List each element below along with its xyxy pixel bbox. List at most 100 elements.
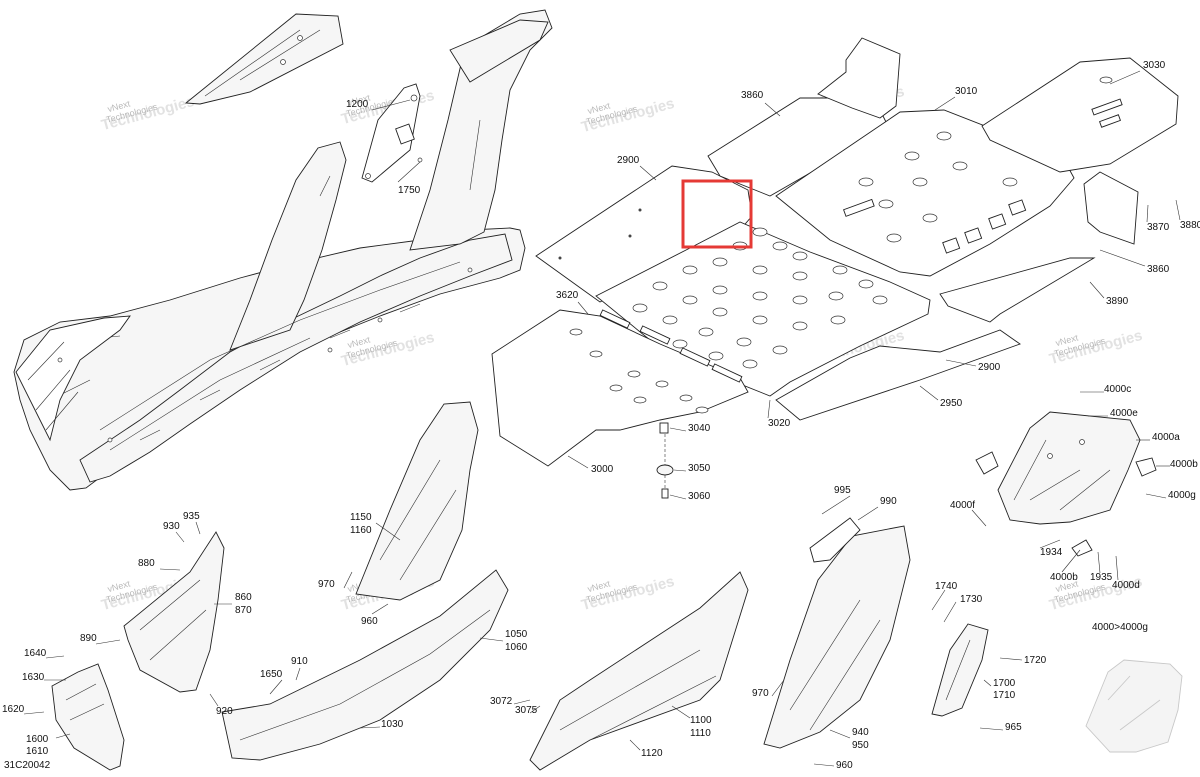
callout-1030: 1030 <box>381 719 404 730</box>
leader-line <box>479 637 504 642</box>
door-panel-1150 <box>355 401 479 601</box>
callout-3880: 3880 <box>1180 220 1200 231</box>
callout-1630: 1630 <box>22 672 45 683</box>
callout-4000b: 4000b <box>1050 572 1078 583</box>
panel-hole <box>792 295 808 305</box>
panel-hole <box>792 321 808 331</box>
leader-line <box>983 679 992 687</box>
callout-4000e: 4000e <box>1110 408 1138 419</box>
callout-870: 870 <box>235 605 252 616</box>
callout-995: 995 <box>834 485 851 496</box>
panel-hole <box>736 337 752 347</box>
panel-hole <box>742 359 758 369</box>
leader-line <box>295 667 301 681</box>
leader-line <box>1097 551 1101 574</box>
leader-line <box>1089 281 1105 299</box>
callout-3050: 3050 <box>688 463 711 474</box>
callout-4000d: 4000d <box>1112 580 1140 591</box>
callout-1640: 1640 <box>24 648 47 659</box>
callout-3890: 3890 <box>1106 296 1129 307</box>
leader-line <box>1039 539 1061 549</box>
leader-line <box>999 657 1023 661</box>
callout-950: 950 <box>852 740 869 751</box>
callout-960: 960 <box>361 616 378 627</box>
leader-line <box>639 165 657 181</box>
callout-1700: 1700 <box>993 678 1016 689</box>
callout-1935: 1935 <box>1090 572 1113 583</box>
leader-line <box>945 359 977 367</box>
callout-970: 970 <box>752 688 769 699</box>
leader-line <box>1146 204 1149 223</box>
callout-1650: 1650 <box>260 669 283 680</box>
leader-line <box>629 739 641 751</box>
callout-4000c: 4000c <box>1104 384 1131 395</box>
leader-line <box>943 601 957 623</box>
leader-line <box>1061 549 1081 573</box>
side-panel-1600 <box>51 663 125 771</box>
leader-lines <box>23 70 1181 767</box>
callout-3040: 3040 <box>688 423 711 434</box>
leader-line <box>1099 249 1146 267</box>
callout-990: 990 <box>880 496 897 507</box>
leader-line <box>359 726 381 729</box>
panel-hole <box>632 303 648 313</box>
leader-line <box>23 711 45 715</box>
leader-line <box>95 639 121 645</box>
leader-line <box>829 729 851 739</box>
highlight-box <box>681 179 753 249</box>
main-frame-structure <box>13 9 553 491</box>
callout-3620: 3620 <box>556 290 579 301</box>
callout-1740: 1740 <box>935 581 958 592</box>
callout-3870: 3870 <box>1147 222 1170 233</box>
callout-1710: 1710 <box>993 690 1016 701</box>
leader-line <box>669 494 687 500</box>
callout-4000f: 4000f <box>950 500 975 511</box>
door-panel-940 <box>763 517 911 749</box>
callout-935: 935 <box>183 511 200 522</box>
panel-hole <box>872 295 888 305</box>
top-left-cover-part <box>184 13 344 105</box>
callout-1100: 1100 <box>690 715 712 726</box>
panel-hole <box>792 251 808 261</box>
leader-line <box>671 705 691 719</box>
leader-line <box>1145 493 1167 499</box>
callout-2900: 2900 <box>978 362 1001 373</box>
leader-line <box>767 399 771 419</box>
callout-3060: 3060 <box>688 491 711 502</box>
panel-hole <box>772 241 788 251</box>
callout-3075: 3075 <box>515 705 538 716</box>
callout-4000-4000g: 4000>4000g <box>1092 622 1148 633</box>
panel-hole <box>708 351 724 361</box>
bracket-1200 <box>361 83 423 183</box>
leader-line <box>931 589 946 611</box>
leader-line <box>269 679 283 695</box>
callout-1610: 1610 <box>26 746 49 757</box>
callout-3072: 3072 <box>490 696 513 707</box>
callout-2950: 2950 <box>940 398 963 409</box>
panel-hole <box>712 257 728 267</box>
leader-line <box>397 161 421 183</box>
panel-hole <box>832 265 848 275</box>
panel-hole <box>752 227 768 237</box>
rocker-panel-1050 <box>221 569 509 761</box>
callout-3010: 3010 <box>955 86 978 97</box>
leader-line <box>1175 199 1181 221</box>
panel-hole <box>752 291 768 301</box>
leader-line <box>513 699 531 705</box>
leader-line <box>673 469 687 472</box>
callout-930: 930 <box>163 521 180 532</box>
leader-line <box>821 495 851 515</box>
callout-3030: 3030 <box>1143 60 1166 71</box>
side-panel-860 <box>123 531 225 693</box>
panel-hole <box>672 339 688 349</box>
callout-3000: 3000 <box>591 464 614 475</box>
panel-hole <box>712 285 728 295</box>
callout-4000a: 4000a <box>1152 432 1180 443</box>
leader-line <box>919 385 939 401</box>
leader-line <box>971 509 987 527</box>
leader-line <box>934 96 956 111</box>
assembly-4000a <box>975 411 1157 557</box>
floor-panel-3010 <box>775 109 1075 277</box>
callout-1750: 1750 <box>398 185 421 196</box>
